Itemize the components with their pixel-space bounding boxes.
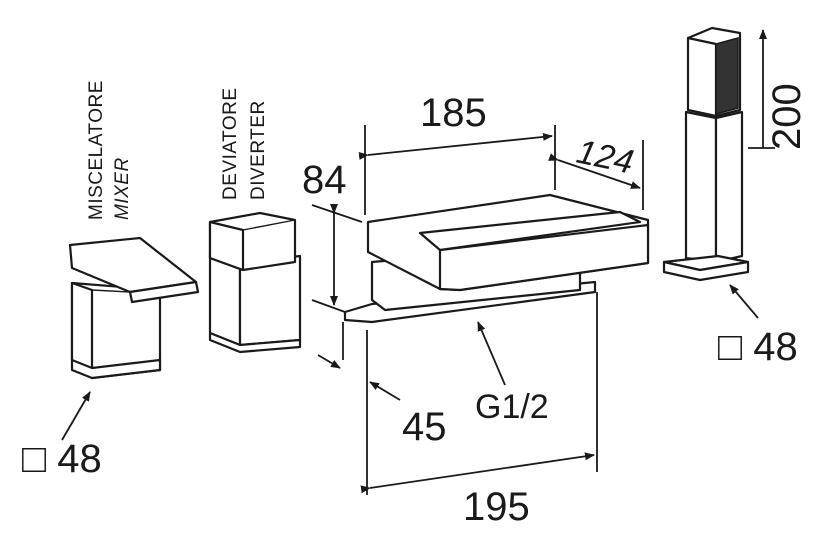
thread-size-label: G1/2 [475,388,549,426]
base-size-right: □ 48 [718,325,798,369]
mixer-label-it: MISCELATORE [86,80,107,220]
spout-drawing [343,193,650,324]
dimension-195: 195 [463,485,530,529]
base-size-left: □ 48 [22,437,102,481]
dimension-45: 45 [402,405,447,449]
diverter-drawing [208,211,302,354]
dimension-185: 185 [420,91,487,135]
dimension-84: 84 [302,158,347,202]
dimension-200: 200 [765,83,809,150]
handshower-drawing [662,26,750,282]
mixer-drawing [68,236,200,380]
diverter-label-it: DEVIATORE [220,87,241,200]
dimension-lines [61,29,775,495]
mixer-label-en: MIXER [112,157,133,220]
diverter-label-en: DIVERTER [248,100,269,200]
dimension-124: 124 [573,133,636,182]
